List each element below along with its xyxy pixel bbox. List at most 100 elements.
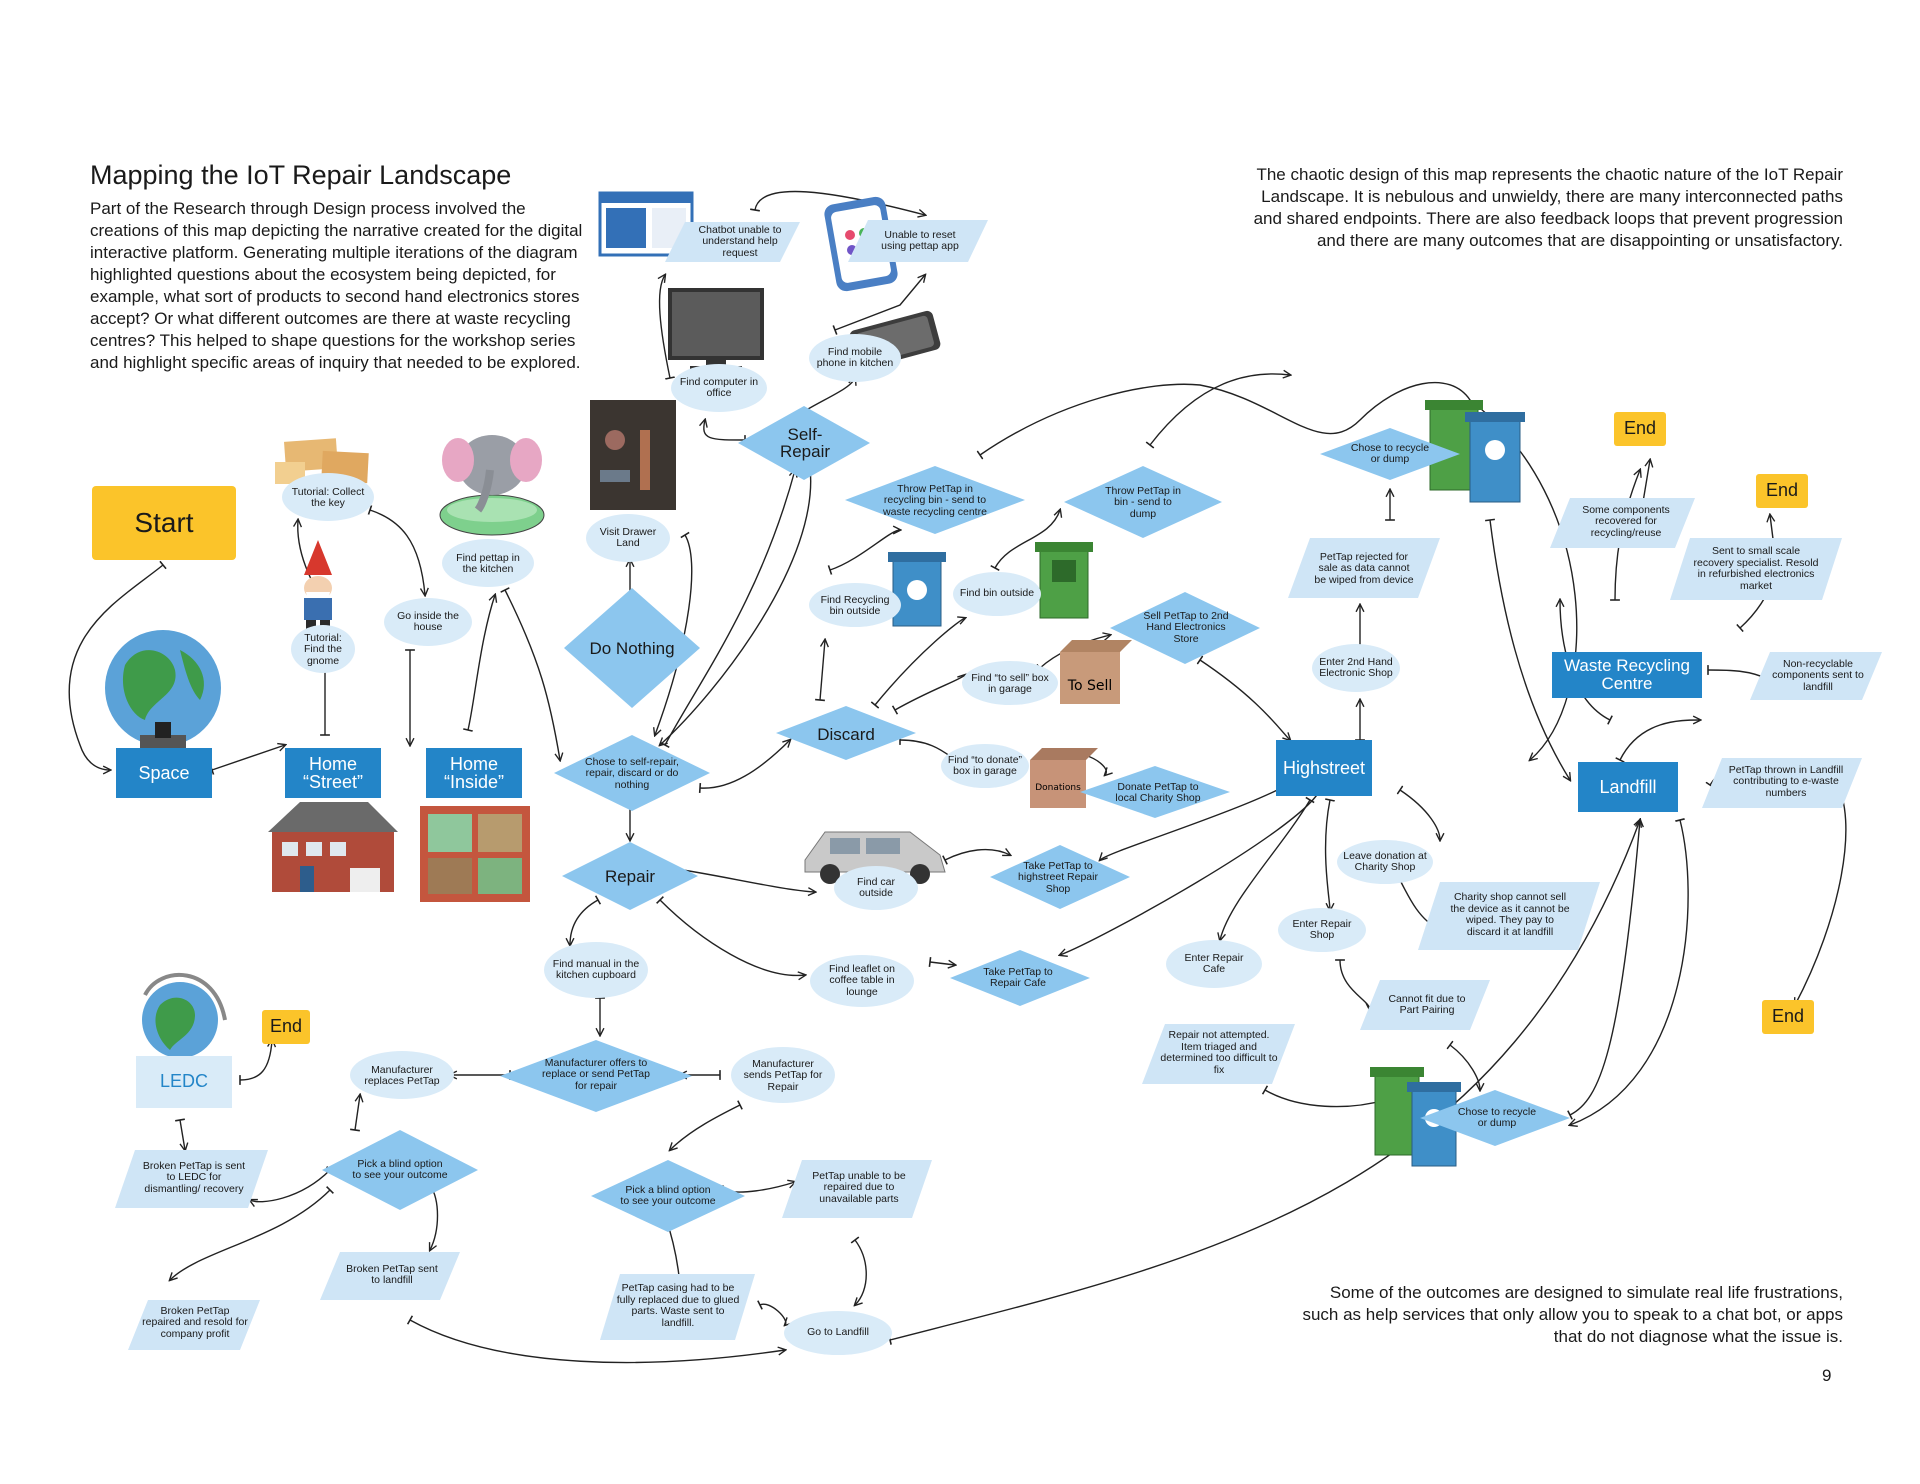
find-car-node[interactable]: Find car outside: [857, 875, 895, 899]
recbin-to-throw: [830, 530, 900, 570]
cannot-fit-node[interactable]: Cannot fit due to Part Pairing: [1388, 992, 1466, 1016]
chatbot-node[interactable]: Chatbot unable to understand help reques…: [698, 223, 782, 259]
broken-ledc-node[interactable]: Broken PetTap is sent to LEDC for disman…: [142, 1159, 246, 1195]
charity-cannot-para: [1418, 882, 1600, 950]
landfill-node[interactable]: Landfill: [1599, 777, 1657, 797]
thrown-landfill-node[interactable]: PetTap thrown in Landfill contributing t…: [1728, 763, 1844, 799]
find-bin-node[interactable]: Find bin outside: [959, 587, 1035, 600]
broken-ledc-para: [115, 1150, 268, 1208]
broken-resold-node[interactable]: Broken PetTap repaired and resold for co…: [142, 1304, 248, 1340]
chose-recycle-bottom-node[interactable]: Chose to recycle or dump: [1457, 1105, 1537, 1129]
chose-to-node[interactable]: Chose to self-repair, repair, discard or…: [585, 755, 679, 791]
repair-to-manual: [570, 900, 598, 945]
casing-node[interactable]: PetTap casing had to be fully replaced d…: [616, 1282, 740, 1329]
highstreet-to-enterrepairshop: [1324, 800, 1330, 910]
find-tosell-node[interactable]: Find “to sell” box in garage: [971, 671, 1049, 695]
find-computer-node[interactable]: Find computer in office: [679, 375, 759, 399]
space-to-street: [212, 745, 285, 770]
chose-to-landfill: [1570, 820, 1640, 1115]
do-nothing-node[interactable]: Do Nothing: [589, 638, 675, 658]
rejected-node[interactable]: PetTap rejected for sale as data cannot …: [1314, 550, 1414, 586]
highstreet-box: [1276, 740, 1372, 796]
repair-node[interactable]: Repair: [604, 866, 656, 886]
mobile-to-unable: [835, 275, 925, 330]
sent-small-node[interactable]: Sent to small scale recovery specialist.…: [1693, 545, 1819, 592]
unable-repaired-node[interactable]: PetTap unable to be repaired due to unav…: [812, 1169, 906, 1205]
self-repair-node[interactable]: Self-Repair: [779, 425, 831, 461]
bins-to-waste: [1490, 520, 1570, 780]
chatbot-to-unable: [755, 190, 925, 215]
start-node[interactable]: Start: [134, 507, 194, 539]
visit-drawer-node[interactable]: Visit Drawer Land: [599, 525, 657, 549]
space-node[interactable]: Space: [138, 763, 190, 783]
broken-landfill-node[interactable]: Broken PetTap sent to landfill: [346, 1262, 438, 1286]
some-components-node[interactable]: Some components recovered for recycling/…: [1582, 503, 1670, 539]
end-node-ledc[interactable]: End: [269, 1016, 303, 1037]
end-box-1: [1614, 412, 1666, 446]
find-mobile-node[interactable]: Find mobile phone in kitchen: [816, 345, 894, 369]
throw-recycling-node[interactable]: Throw PetTap in recycling bin - send to …: [883, 482, 987, 518]
throw-dump-node[interactable]: Throw PetTap in bin - send to dump: [1105, 484, 1181, 520]
enter-repair-cafe-node[interactable]: Enter Repair Cafe: [1184, 951, 1244, 975]
enter-repair-cafe-oval: [1166, 940, 1262, 988]
chose-recycle-bottom-diamond: [1420, 1090, 1570, 1146]
go-inside-node[interactable]: Go inside the house: [397, 609, 459, 633]
non-recyclable-node[interactable]: Non-recyclable components sent to landfi…: [1772, 657, 1864, 693]
enter-2nd-node[interactable]: Enter 2nd Hand Electronic Shop: [1319, 655, 1393, 679]
ledc-node[interactable]: LEDC: [159, 1071, 208, 1092]
find-todonate-node[interactable]: Find “to donate” box in garage: [947, 753, 1023, 777]
waste-recycling-node[interactable]: Waste Recycling Centre: [1564, 656, 1690, 693]
donate-charity-node[interactable]: Donate PetTap to local Charity Shop: [1115, 780, 1201, 804]
take-highstreet-node[interactable]: Take PetTap to highstreet Repair Shop: [1018, 859, 1098, 895]
tutorial-gnome-node[interactable]: Tutorial: Find the gnome: [304, 631, 342, 667]
chose-recycle-top-node[interactable]: Chose to recycle or dump: [1350, 441, 1430, 465]
take-highstreet-diamond: [990, 845, 1130, 909]
manufacturer-offers-node[interactable]: Manufacturer offers to replace or send P…: [542, 1056, 650, 1092]
to-sell-box-icon: To Sell: [1060, 640, 1132, 704]
thrown-to-end: [1795, 780, 1847, 1005]
enter-repair-shop-node[interactable]: Enter Repair Shop: [1292, 917, 1352, 941]
donations-box-icon: Donations: [1030, 748, 1098, 808]
end-node-2[interactable]: End: [1765, 480, 1799, 501]
go-inside-oval: [384, 598, 472, 646]
rejected-para: [1288, 538, 1440, 598]
find-recbin-node[interactable]: Find Recycling bin outside: [820, 593, 890, 617]
home-inside-node[interactable]: Home “Inside”: [443, 754, 505, 792]
visit-drawer-oval: [586, 514, 670, 562]
home-inside-box: [426, 748, 522, 798]
globe-icon: [105, 630, 221, 749]
unable-reset-node[interactable]: Unable to reset using pettap app: [881, 228, 959, 252]
tutorial-key-node[interactable]: Tutorial: Collect the key: [291, 485, 365, 509]
end-node-3[interactable]: End: [1771, 1006, 1805, 1027]
enter-repair-shop-oval: [1278, 908, 1366, 952]
find-leaflet-node[interactable]: Find leaflet on coffee table in lounge: [829, 962, 895, 998]
blind-option-1-node[interactable]: Pick a blind option to see your outcome: [352, 1157, 448, 1181]
repair-to-leaflet: [660, 900, 805, 975]
not-attempted-node[interactable]: Repair not attempted. Item triaged and d…: [1160, 1029, 1278, 1076]
page-number: 9: [1822, 1366, 1832, 1385]
broken-landfill-para: [320, 1252, 460, 1300]
waste-recycling-box: [1552, 652, 1702, 698]
find-manual-node[interactable]: Find manual in the kitchen cupboard: [552, 957, 640, 981]
manufacturer-sends-node[interactable]: Manufacturer sends PetTap for Repair: [743, 1057, 823, 1093]
leave-donation-node[interactable]: Leave donation at Charity Shop: [1343, 849, 1427, 873]
charity-cannot-node[interactable]: Charity shop cannot sell the device as i…: [1450, 891, 1570, 938]
home-street-node[interactable]: Home “Street”: [302, 754, 363, 792]
end-node-1[interactable]: End: [1623, 418, 1657, 439]
blind-option-2-node[interactable]: Pick a blind option to see your outcome: [620, 1183, 716, 1207]
manufacturer-replaces-node[interactable]: Manufacturer replaces PetTap: [364, 1063, 440, 1087]
intro-paragraph: Part of the Research through Design proc…: [90, 199, 583, 372]
blind-option-2-diamond: [591, 1160, 745, 1232]
unable-reset-para: [848, 220, 988, 262]
take-cafe-node[interactable]: Take PetTap to Repair Cafe: [983, 965, 1053, 989]
repair-to-car: [670, 868, 815, 892]
find-manual-oval: [544, 942, 648, 998]
highstreet-node[interactable]: Highstreet: [1282, 758, 1366, 778]
highstreet-to-leave: [1400, 790, 1440, 840]
tutorial-gnome-oval: [291, 625, 355, 673]
sell-2nd-node[interactable]: Sell PetTap to 2nd Hand Electronics Stor…: [1143, 609, 1229, 645]
discard-node[interactable]: Discard: [817, 724, 875, 744]
go-landfill-node[interactable]: Go to Landfill: [807, 1326, 869, 1339]
find-pettap-node[interactable]: Find pettap in the kitchen: [456, 551, 520, 575]
